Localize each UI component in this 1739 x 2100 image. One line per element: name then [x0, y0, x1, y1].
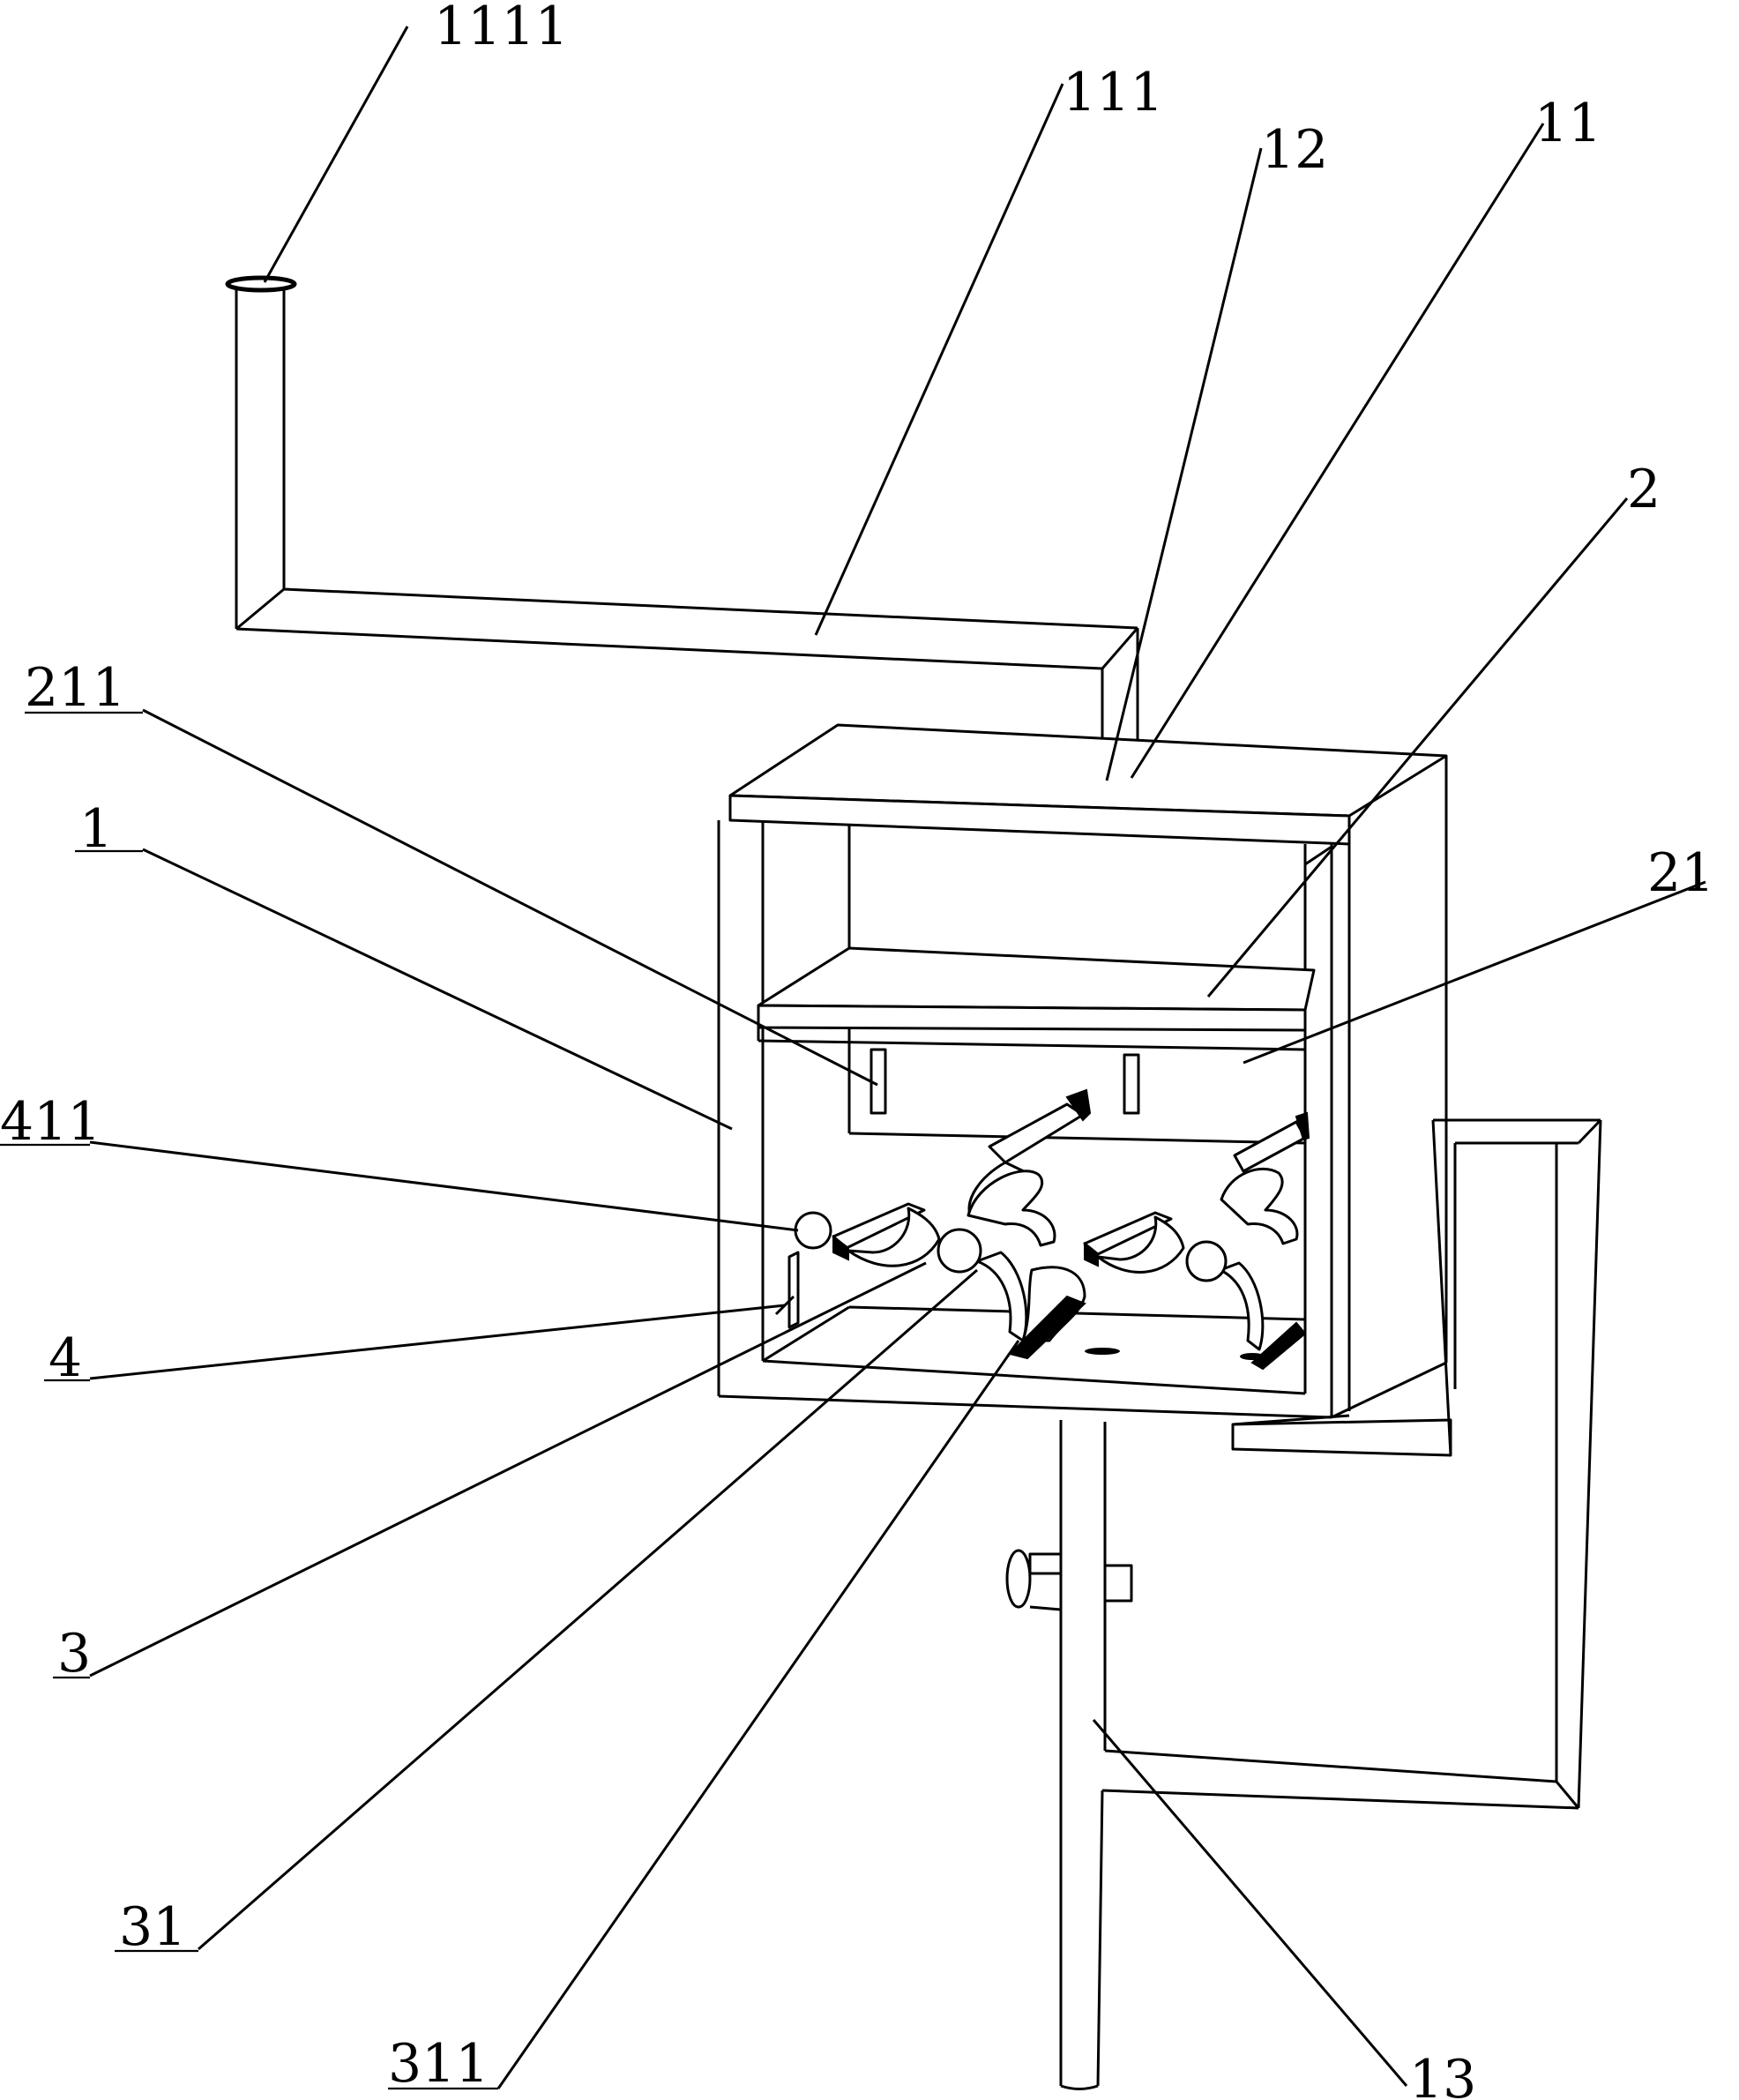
inlet-pipe	[225, 275, 1139, 800]
inlet-flange	[225, 275, 297, 293]
main-box	[717, 723, 1448, 1419]
stirrer-right-hub	[1185, 1240, 1228, 1282]
label-1: 1	[79, 798, 113, 860]
label-31: 31	[119, 1896, 186, 1958]
stirrer-left	[832, 1088, 1092, 1360]
label-2: 2	[1627, 459, 1661, 520]
label-1111: 1111	[434, 0, 569, 57]
label-411: 411	[0, 1091, 101, 1153]
label-21: 21	[1647, 842, 1714, 904]
label-3: 3	[57, 1623, 91, 1685]
label-211: 211	[25, 657, 126, 719]
label-111: 111	[1063, 62, 1164, 123]
drain-pipe	[1005, 1420, 1133, 2090]
label-311: 311	[388, 2033, 489, 2095]
leader-lines	[89, 26, 1706, 2089]
label-underlines	[0, 711, 498, 2090]
drain-hole	[1085, 1348, 1120, 1355]
stirrer-right	[1083, 1111, 1310, 1371]
label-13: 13	[1409, 2049, 1476, 2100]
holding-plate	[757, 946, 1316, 1051]
label-12: 12	[1261, 119, 1328, 181]
label-4: 4	[49, 1327, 82, 1389]
hanging-rods	[870, 1048, 1140, 1115]
stirrer-left-hub	[937, 1228, 982, 1274]
label-11: 11	[1534, 93, 1601, 154]
drain-hole-2	[1240, 1353, 1265, 1360]
return-pipe	[1101, 1118, 1602, 1810]
